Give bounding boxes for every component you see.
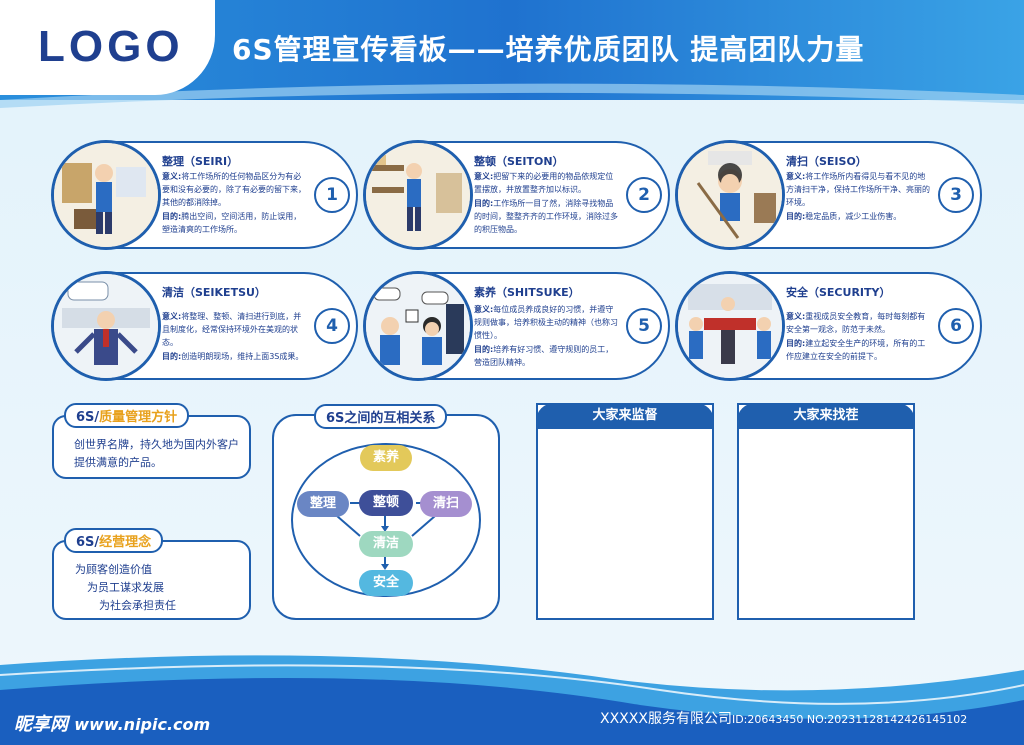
card-shitsuke: 素养（SHITSUKE） 意义:每位成员养成良好的习惯，并遵守规则做事，培养积极… [363, 271, 670, 381]
card-number: 1 [314, 177, 350, 213]
card-title: 清洁（SEIKETSU） [162, 286, 266, 299]
card-number: 5 [626, 308, 662, 344]
card-purpose: 目的:工作场所一目了然，消除寻找物品的时间，整整齐齐的工作环境，消除过多的积压物… [474, 199, 618, 234]
card-meaning: 意义:将整理、整顿、清扫进行到底，并且制度化，经常保持环境外在美观的状态。 [162, 312, 302, 347]
card-meaning: 意义:每位成员养成良好的习惯，并遵守规则做事，培养积极主动的精神（也称习惯性）。 [474, 305, 618, 340]
security-illustration [675, 271, 785, 381]
logo: LOGO [38, 22, 184, 71]
relation-diagram [291, 443, 481, 597]
card-title: 清扫（SEISO） [786, 155, 867, 168]
quality-policy-tag: 6S/质量管理方针 [64, 403, 190, 428]
card-purpose: 目的:建立起安全生产的环境，所有的工作应建立在安全的前提下。 [786, 339, 926, 361]
supervise-board: 大家来监督 [536, 403, 714, 620]
supervise-board-title: 大家来监督 [536, 403, 714, 429]
image-id: ID:20643450 NO:20231128142426145102 [731, 713, 968, 726]
card-purpose: 目的:培养有好习惯、遵守规则的员工，营造团队精神。 [474, 345, 614, 367]
seiso-illustration [675, 140, 785, 250]
node-zhengdun: 整顿 [359, 490, 413, 516]
findfault-board: 大家来找茬 [737, 403, 915, 620]
business-line-3: 为社会承担责任 [99, 599, 176, 612]
card-seiri: 整理（SEIRI） 意义:将工作场所的任何物品区分为有必要和没有必要的，除了有必… [51, 140, 358, 250]
card-purpose: 目的:稳定品质，减少工业伤害。 [786, 212, 902, 221]
node-qingjie: 清洁 [359, 531, 413, 557]
card-number: 2 [626, 177, 662, 213]
company-name: XXXXX服务有限公司 [600, 711, 732, 727]
card-title: 安全（SECURITY） [786, 286, 891, 299]
page-title: 6S管理宣传看板——培养优质团队 提高团队力量 [232, 33, 865, 66]
card-title: 整理（SEIRI） [162, 155, 239, 168]
card-seiketsu: 清洁（SEIKETSU） 意义:将整理、整顿、清扫进行到底，并且制度化，经常保持… [51, 271, 358, 381]
node-qingsao: 清扫 [420, 491, 472, 517]
node-zhengli: 整理 [297, 491, 349, 517]
card-meaning: 意义:将工作场所的任何物品区分为有必要和没有必要的，除了有必要的留下来，其他的都… [162, 172, 306, 207]
card-seiton: 整顿（SEITON） 意义:把留下来的必要用的物品依规定位置摆放，并放置整齐加以… [363, 140, 670, 250]
footer: XXXXX服务有限公司ID:20643450 NO:20231128142426… [600, 708, 967, 728]
logo-box: LOGO [0, 0, 215, 95]
seiri-illustration [51, 140, 161, 250]
card-meaning: 意义:重视成员安全教育，每时每刻都有安全第一观念，防范于未然。 [786, 312, 926, 334]
business-line-2: 为员工谋求发展 [87, 581, 164, 594]
seiketsu-illustration [51, 271, 161, 381]
card-title: 素养（SHITSUKE） [474, 286, 580, 299]
seiton-illustration [363, 140, 473, 250]
card-purpose: 目的:腾出空间，空间活用，防止误用，塑造清爽的工作场所。 [162, 212, 302, 234]
card-number: 4 [314, 308, 350, 344]
node-suyang: 素养 [360, 445, 412, 471]
header: LOGO 6S管理宣传看板——培养优质团队 提高团队力量 [0, 0, 1024, 100]
card-number: 6 [938, 308, 974, 344]
card-number: 3 [938, 177, 974, 213]
card-meaning: 意义:将工作场所内看得见与看不见的地方清扫干净，保持工作场所干净、亮丽的环境。 [786, 172, 930, 207]
card-seiso: 清扫（SEISO） 意义:将工作场所内看得见与看不见的地方清扫干净，保持工作场所… [675, 140, 982, 250]
business-philosophy-panel [52, 540, 251, 620]
card-purpose: 目的:创造明朗现场，维持上面3S成果。 [162, 352, 304, 361]
relation-title: 6S之间的互相关系 [314, 404, 448, 429]
card-title: 整顿（SEITON） [474, 155, 564, 168]
shitsuke-illustration [363, 271, 473, 381]
node-anquan: 安全 [359, 570, 413, 596]
watermark: 昵享网 www.nipic.com [14, 714, 211, 735]
business-philosophy-tag: 6S/经营理念 [64, 528, 164, 553]
quality-policy-text: 创世界名牌，持久地为国内外客户提供满意的产品。 [74, 438, 239, 469]
business-line-1: 为顾客创造价值 [75, 563, 152, 576]
findfault-board-title: 大家来找茬 [737, 403, 915, 429]
card-meaning: 意义:把留下来的必要用的物品依规定位置摆放，并放置整齐加以标识。 [474, 172, 614, 194]
card-security: 安全（SECURITY） 意义:重视成员安全教育，每时每刻都有安全第一观念，防范… [675, 271, 982, 381]
